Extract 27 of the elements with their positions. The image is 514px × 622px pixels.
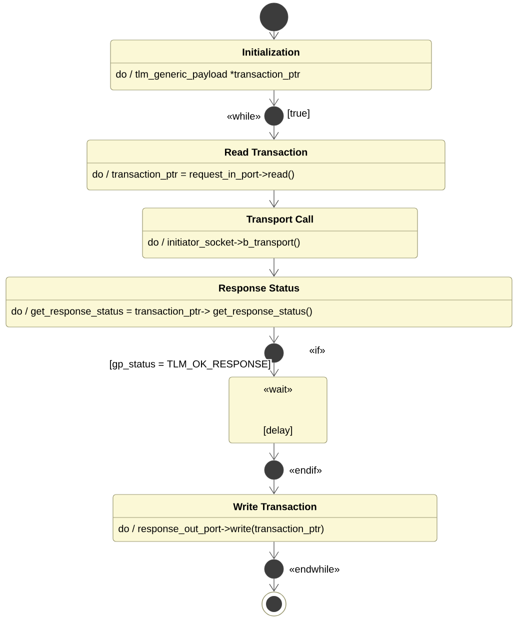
guard-label: [gp_status = TLM_OK_RESPONSE]	[108, 359, 272, 370]
arrow	[269, 362, 279, 377]
arrow	[269, 327, 279, 344]
stereotype-label: «endwhile»	[290, 565, 340, 573]
action-box: Transport Call do / initiator_socket->b_transport()	[142, 208, 418, 258]
action-box: Read Transaction do / transaction_ptr = request_in_port->read()	[86, 140, 446, 190]
final-node	[262, 592, 286, 616]
arrow	[269, 542, 279, 560]
arrow	[269, 578, 279, 592]
initial-node	[260, 2, 288, 32]
action-box: Initialization do / tlm_generic_payload *transaction_ptr	[110, 40, 432, 90]
stereotype-label: [true]	[288, 109, 310, 119]
arrow	[269, 443, 279, 460]
action-box: Response Status do / get_response_status = transaction_ptr-> get_response_status()	[6, 276, 512, 328]
arrow	[269, 479, 279, 494]
arrow	[269, 190, 279, 208]
arrow	[269, 258, 279, 277]
stereotype-label: «if»	[310, 346, 325, 354]
stereotype-label: «endif»	[290, 466, 322, 474]
action-box: «wait» [delay]	[228, 376, 328, 444]
junction-dot	[264, 460, 284, 480]
stereotype-label: «while»	[227, 112, 260, 120]
junction-dot	[264, 559, 284, 579]
arrow	[269, 125, 279, 140]
junction-dot	[264, 106, 284, 126]
action-box: Write Transaction do / response_out_port->write(transaction_ptr)	[112, 494, 438, 542]
arrow	[269, 90, 279, 106]
